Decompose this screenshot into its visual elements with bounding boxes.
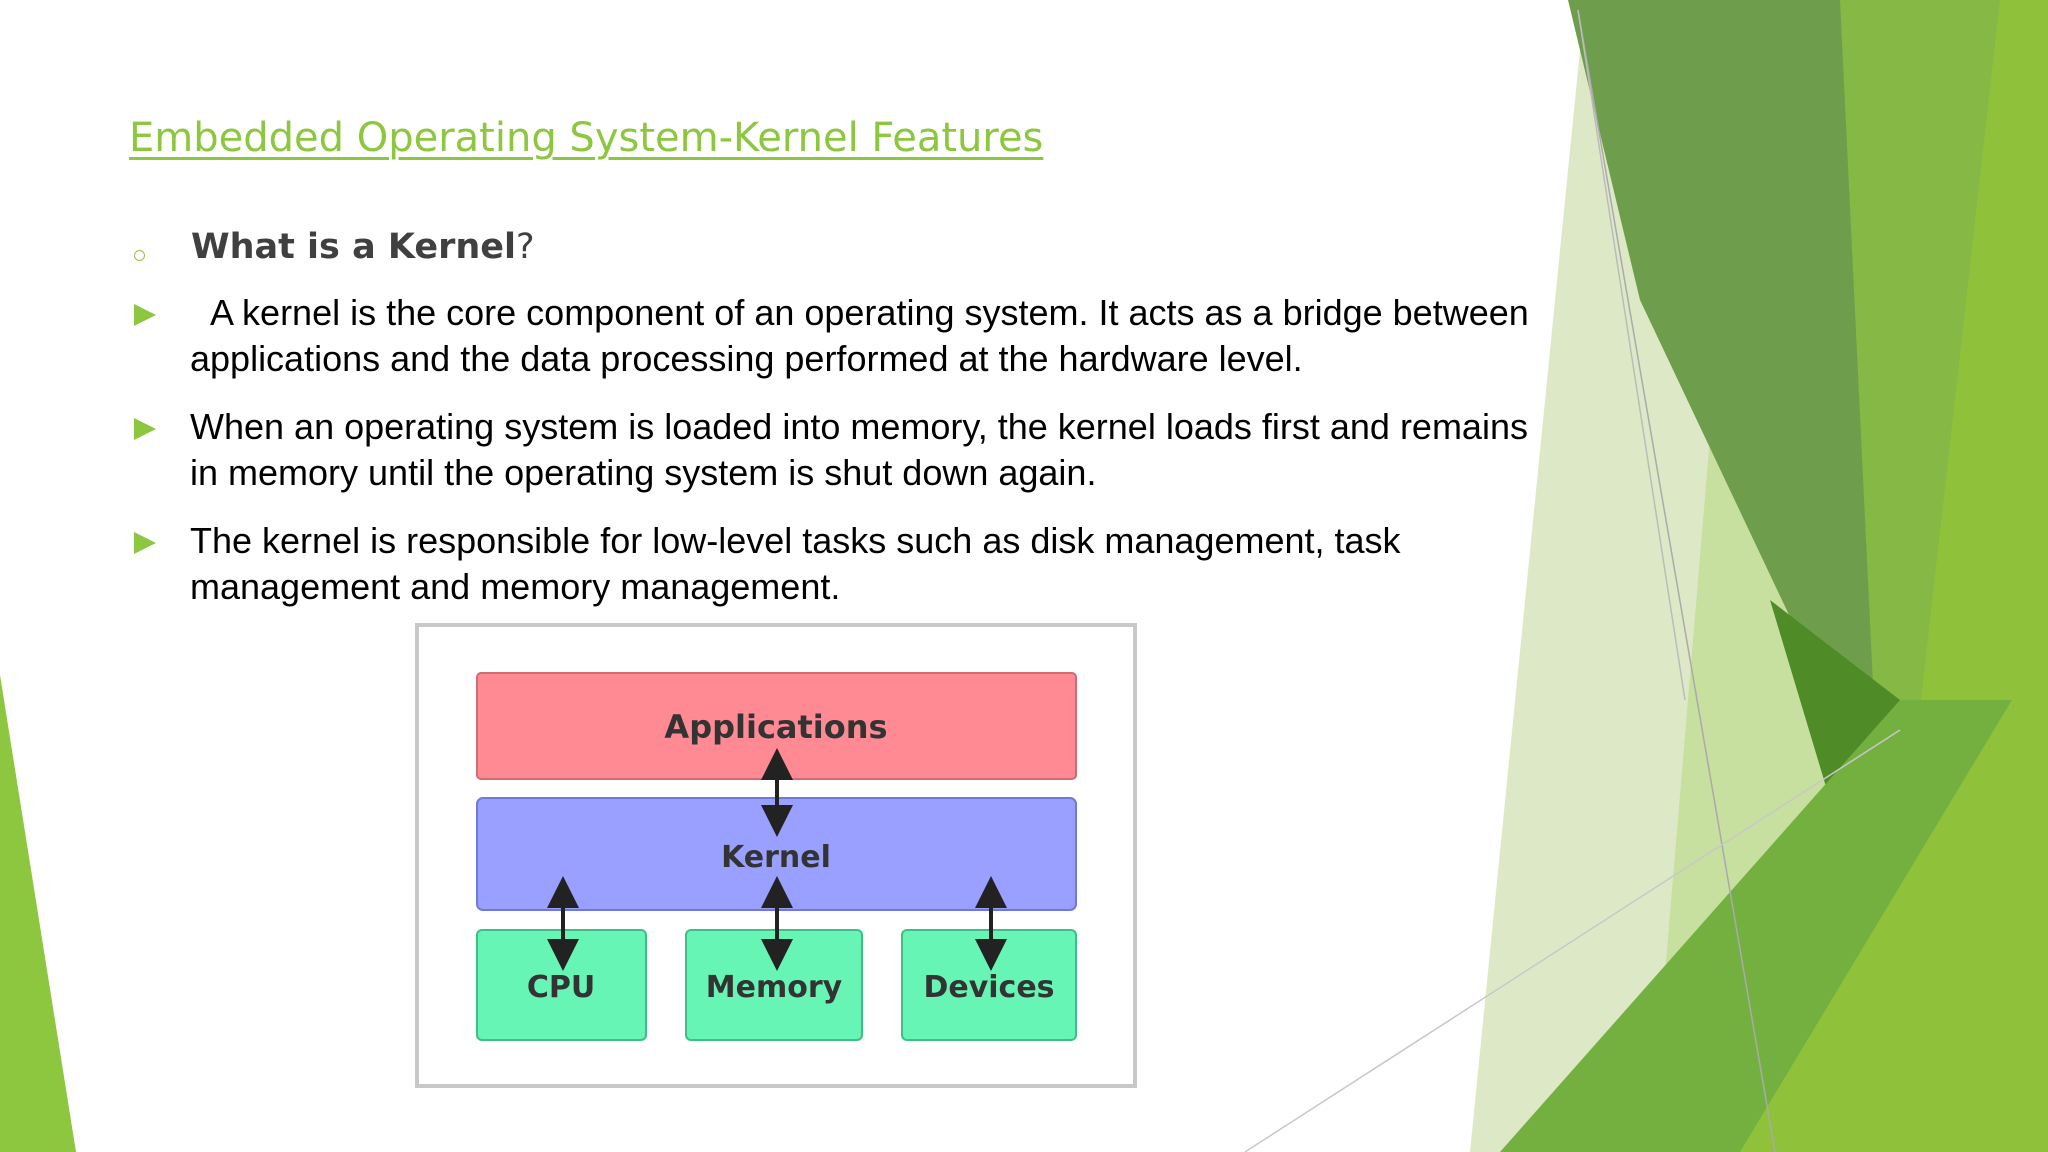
- memory-label: Memory: [706, 970, 843, 1005]
- triangle-bullet-icon: [134, 532, 156, 554]
- devices-label: Devices: [923, 970, 1054, 1005]
- triangle-bullet-icon: [134, 418, 156, 440]
- triangle-bullet-icon: [134, 304, 156, 326]
- bullet-list: A kernel is the core component of an ope…: [129, 290, 1549, 632]
- thin-line-2: [1577, 9, 1686, 701]
- right-bottom-bright-facet: [1740, 640, 2048, 1152]
- kernel-label: Kernel: [721, 840, 831, 875]
- cpu-label: CPU: [527, 970, 595, 1005]
- bullet-text: When an operating system is loaded into …: [190, 406, 1528, 493]
- thin-line-1: [1577, 9, 1776, 1152]
- left-green-wedge: [0, 675, 76, 1152]
- bullet-item: A kernel is the core component of an ope…: [129, 290, 1549, 382]
- bullet-text: A kernel is the core component of an ope…: [190, 292, 1539, 379]
- applications-label: Applications: [664, 708, 887, 746]
- slide-title: Embedded Operating System-Kernel Feature…: [129, 115, 1044, 161]
- bullet-item: The kernel is responsible for low-level …: [129, 518, 1549, 610]
- thin-line-3: [1244, 729, 1901, 1152]
- question-bold: What is a Kernel: [191, 227, 517, 267]
- question-mark: ?: [516, 227, 535, 267]
- circle-bullet-icon: [134, 250, 145, 261]
- question-text: What is a Kernel?: [191, 222, 535, 272]
- bullet-item: When an operating system is loaded into …: [129, 404, 1549, 496]
- kernel-diagram: Applications Kernel CPU Memory Devices: [415, 623, 1137, 1088]
- bullet-text: The kernel is responsible for low-level …: [190, 520, 1401, 607]
